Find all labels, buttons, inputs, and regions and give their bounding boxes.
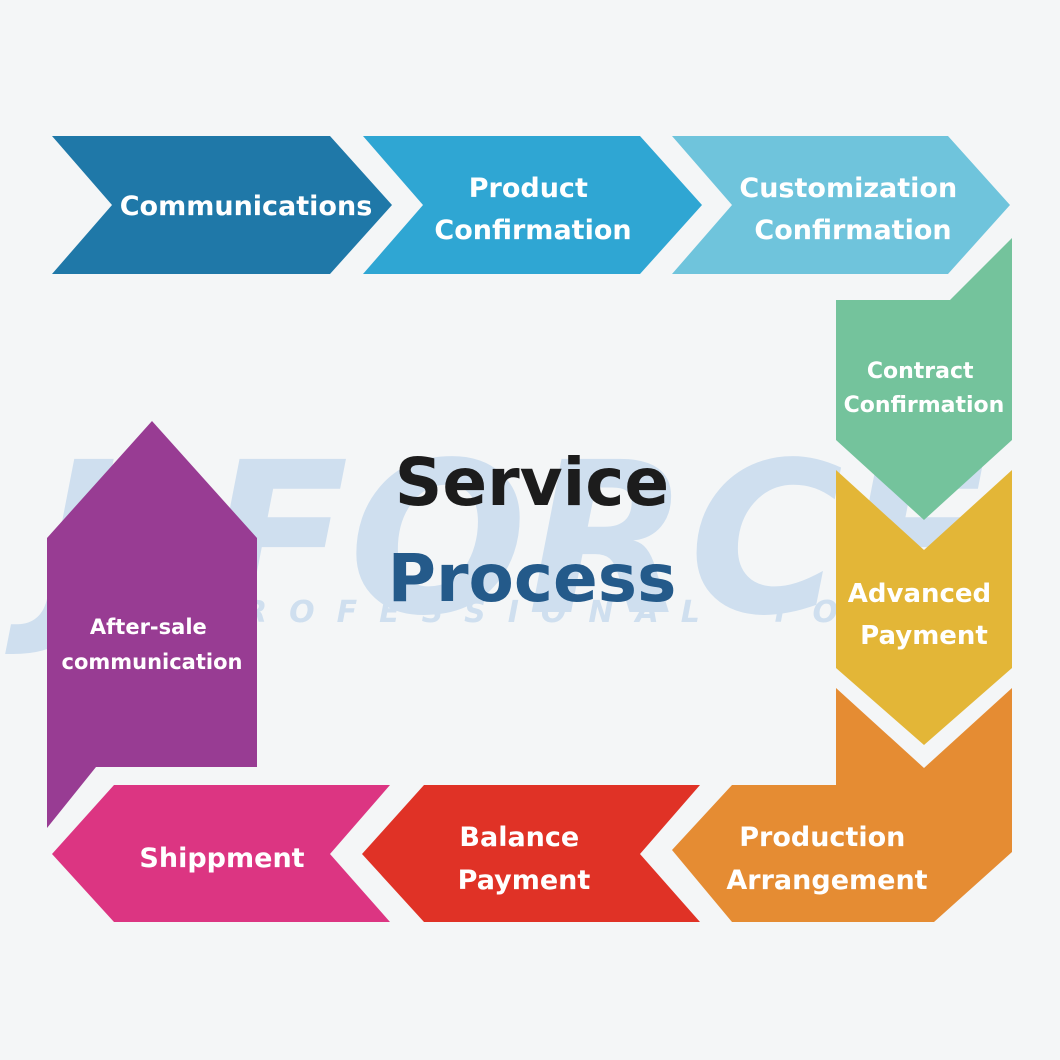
step-label-product-confirmation: Product Confirmation — [434, 173, 631, 246]
step-label-production-arrangement: Production Arrangement — [726, 822, 927, 896]
step-shape-production-arrangement — [672, 688, 1012, 922]
step-shape-after-sale-communication — [47, 421, 257, 828]
title-service: Service — [395, 444, 669, 521]
step-shape-shippment — [52, 785, 390, 922]
step-shape-product-confirmation — [363, 136, 702, 274]
step-shape-contract-confirmation — [836, 238, 1012, 520]
step-label-balance-payment: Balance Payment — [458, 822, 591, 896]
watermark-tagline-left: PROFESSIONAL — [200, 595, 722, 630]
step-shape-advanced-payment — [836, 470, 1012, 745]
step-label-advanced-payment: Advanced Payment — [848, 579, 1000, 651]
step-label-communications: Communications — [120, 191, 373, 222]
step-label-contract-confirmation: Contract Confirmation — [844, 359, 1005, 418]
step-shape-customization-confirmation — [672, 136, 1010, 274]
step-label-shippment: Shippment — [139, 843, 304, 874]
step-label-customization-confirmation: Customization Confirmation — [739, 173, 966, 246]
step-label-after-sale-communication: After-sale communication — [62, 615, 243, 674]
step-shape-balance-payment — [362, 785, 700, 922]
title-process: Process — [388, 540, 677, 617]
step-shape-communications — [52, 136, 392, 274]
